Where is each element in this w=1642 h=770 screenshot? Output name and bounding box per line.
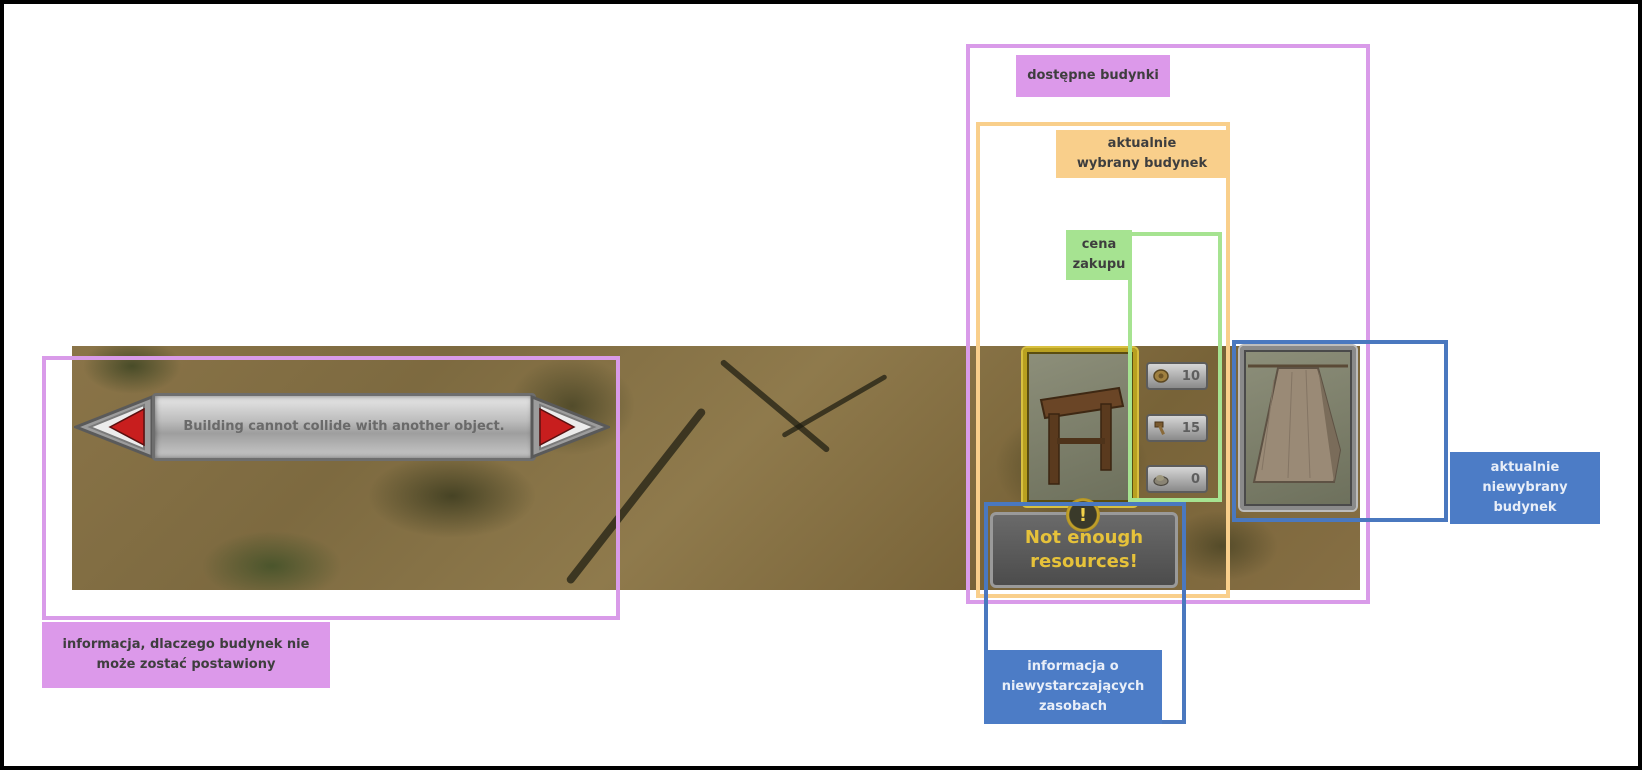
previous-arrow-icon[interactable] [74, 395, 154, 459]
cost-tools: 15 [1146, 414, 1208, 442]
cannot-build-info-box [42, 356, 620, 620]
insufficient-resources-label: informacja o niewystarczających zasobach [984, 650, 1162, 724]
unselected-building-card[interactable] [1240, 346, 1356, 510]
workbench-building-icon [1039, 386, 1125, 485]
cost-stone: 0 [1146, 465, 1208, 493]
unselected-building-label: aktualnie niewybrany budynek [1450, 452, 1600, 524]
cost-wood: 10 [1146, 362, 1208, 390]
wood-icon [1153, 369, 1169, 383]
collision-message-text: Building cannot collide with another obj… [183, 419, 505, 434]
selected-building-box [976, 122, 1230, 598]
not-enough-resources-text: Not enough resources! [1024, 527, 1144, 572]
tools-icon [1154, 421, 1165, 435]
placement-message-bar: Building cannot collide with another obj… [74, 393, 610, 461]
available-buildings-label: dostępne budynki [1016, 55, 1170, 97]
selected-building-label: aktualnie wybrany budynek [1056, 130, 1228, 178]
purchase-price-box [1128, 232, 1222, 502]
tent-building-icon [1248, 364, 1348, 483]
cannot-build-info-label: informacja, dlaczego budynek nie może zo… [42, 622, 330, 688]
purchase-price-label: cena zakupu [1066, 230, 1132, 280]
unselected-building-box [1232, 340, 1448, 522]
not-enough-resources-popup: Not enough resources! [990, 512, 1178, 588]
next-arrow-icon[interactable] [530, 395, 610, 459]
stone-icon [1153, 475, 1169, 487]
available-buildings-box [966, 44, 1370, 604]
